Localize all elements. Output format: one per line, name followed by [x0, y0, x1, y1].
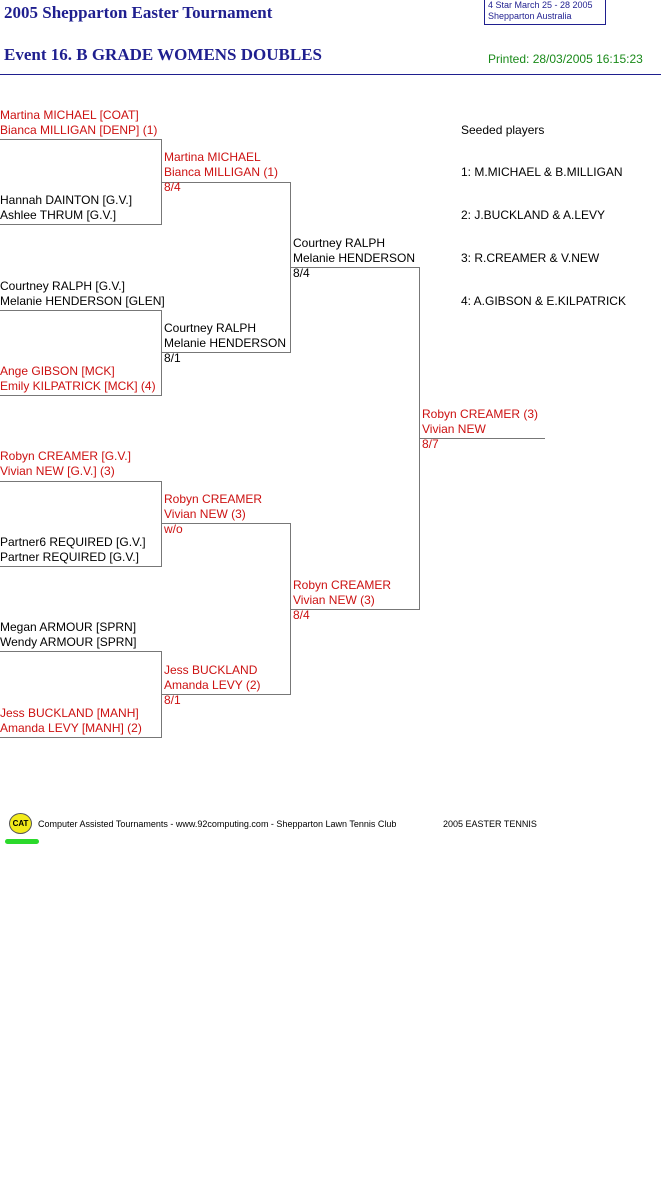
- footer-event-name: 2005 EASTER TENNIS: [443, 819, 537, 829]
- r2-match-3-player-1: Robyn CREAMER: [164, 492, 263, 506]
- final-score: 8/7: [422, 437, 439, 451]
- r1-entry-7-player-2: Wendy ARMOUR [SPRN]: [0, 635, 137, 649]
- seed-item: 1: M.MICHAEL & B.MILLIGAN: [461, 165, 623, 179]
- bracket-line: [161, 694, 291, 695]
- r2-match-1-player-1: Martina MICHAEL: [164, 150, 261, 164]
- bracket-line: [0, 139, 161, 140]
- r1-entry-1-player-1: Martina MICHAEL [COAT]: [0, 108, 139, 122]
- bracket-line: [290, 267, 420, 268]
- seed-item: 3: R.CREAMER & V.NEW: [461, 251, 600, 265]
- bracket-line: [0, 737, 161, 738]
- tournament-title: 2005 Shepparton Easter Tournament: [4, 3, 273, 22]
- tournament-info-line: 4 Star March 25 - 28 2005: [488, 0, 593, 10]
- r1-entry-8-player-2: Amanda LEVY [MANH] (2): [0, 721, 142, 735]
- r1-entry-4-player-2: Emily KILPATRICK [MCK] (4): [0, 379, 156, 393]
- seed-item: 2: J.BUCKLAND & A.LEVY: [461, 208, 606, 222]
- r1-entry-6-player-2: Partner REQUIRED [G.V.]: [0, 550, 139, 564]
- logo-underline: [5, 839, 39, 844]
- semi-2-player-2: Vivian NEW (3): [293, 593, 375, 607]
- r2-match-1-player-2: Bianca MILLIGAN (1): [164, 165, 279, 179]
- bracket-line: [0, 481, 161, 482]
- semi-1-score: 8/4: [293, 266, 310, 280]
- semi-2-score: 8/4: [293, 608, 310, 622]
- bracket-line: [0, 395, 161, 396]
- final-player-1: Robyn CREAMER (3): [422, 407, 539, 421]
- r2-match-4-score: 8/1: [164, 693, 181, 707]
- event-title: Event 16. B GRADE WOMENS DOUBLES: [4, 45, 323, 64]
- bracket-line: [419, 438, 545, 439]
- seed-item: 4: A.GIBSON & E.KILPATRICK: [461, 294, 626, 308]
- semi-1-player-1: Courtney RALPH: [293, 236, 386, 250]
- bracket-line: [290, 609, 420, 610]
- r1-entry-5-player-1: Robyn CREAMER [G.V.]: [0, 449, 131, 463]
- r1-entry-8-player-1: Jess BUCKLAND [MANH]: [0, 706, 139, 720]
- r1-entry-2-player-1: Hannah DAINTON [G.V.]: [0, 193, 133, 207]
- bracket-connector: [161, 481, 162, 567]
- bracket-line: [0, 224, 161, 225]
- bracket-line: [161, 523, 291, 524]
- r2-match-4-player-2: Amanda LEVY (2): [164, 678, 261, 692]
- final-player-2: Vivian NEW: [422, 422, 486, 436]
- bracket-line: [0, 651, 161, 652]
- r2-match-2-player-1: Courtney RALPH: [164, 321, 257, 335]
- bracket-line: [0, 310, 161, 311]
- r2-match-2-score: 8/1: [164, 351, 181, 365]
- r1-entry-5-player-2: Vivian NEW [G.V.] (3): [0, 464, 115, 478]
- r2-match-2-player-2: Melanie HENDERSON: [164, 336, 287, 350]
- tournament-info-line: Shepparton Australia: [488, 11, 572, 21]
- r1-entry-3-player-2: Melanie HENDERSON [GLEN]: [0, 294, 165, 308]
- cat-logo-icon: CAT: [9, 813, 32, 834]
- seeds-heading: Seeded players: [461, 123, 545, 137]
- printed-timestamp: Printed: 28/03/2005 16:15:23: [488, 52, 643, 66]
- r2-match-3-player-2: Vivian NEW (3): [164, 507, 246, 521]
- footer-credit: Computer Assisted Tournaments - www.92co…: [38, 819, 397, 829]
- bracket-line: [161, 182, 291, 183]
- tournament-info-box: 4 Star March 25 - 28 2005 Shepparton Aus…: [484, 0, 606, 25]
- r1-entry-7-player-1: Megan ARMOUR [SPRN]: [0, 620, 137, 634]
- r2-match-3-score: w/o: [164, 522, 183, 536]
- r2-match-4-player-1: Jess BUCKLAND: [164, 663, 258, 677]
- bracket-line: [0, 566, 161, 567]
- r1-entry-6-player-1: Partner6 REQUIRED [G.V.]: [0, 535, 146, 549]
- bracket-line: [161, 352, 291, 353]
- r2-match-1-score: 8/4: [164, 180, 181, 194]
- semi-1-player-2: Melanie HENDERSON: [293, 251, 416, 265]
- bracket-connector: [161, 310, 162, 396]
- r1-entry-1-player-2: Bianca MILLIGAN [DENP] (1): [0, 123, 158, 137]
- semi-2-player-1: Robyn CREAMER: [293, 578, 392, 592]
- r1-entry-4-player-1: Ange GIBSON [MCK]: [0, 364, 115, 378]
- r1-entry-3-player-1: Courtney RALPH [G.V.]: [0, 279, 125, 293]
- header-divider: [0, 74, 661, 75]
- r1-entry-2-player-2: Ashlee THRUM [G.V.]: [0, 208, 117, 222]
